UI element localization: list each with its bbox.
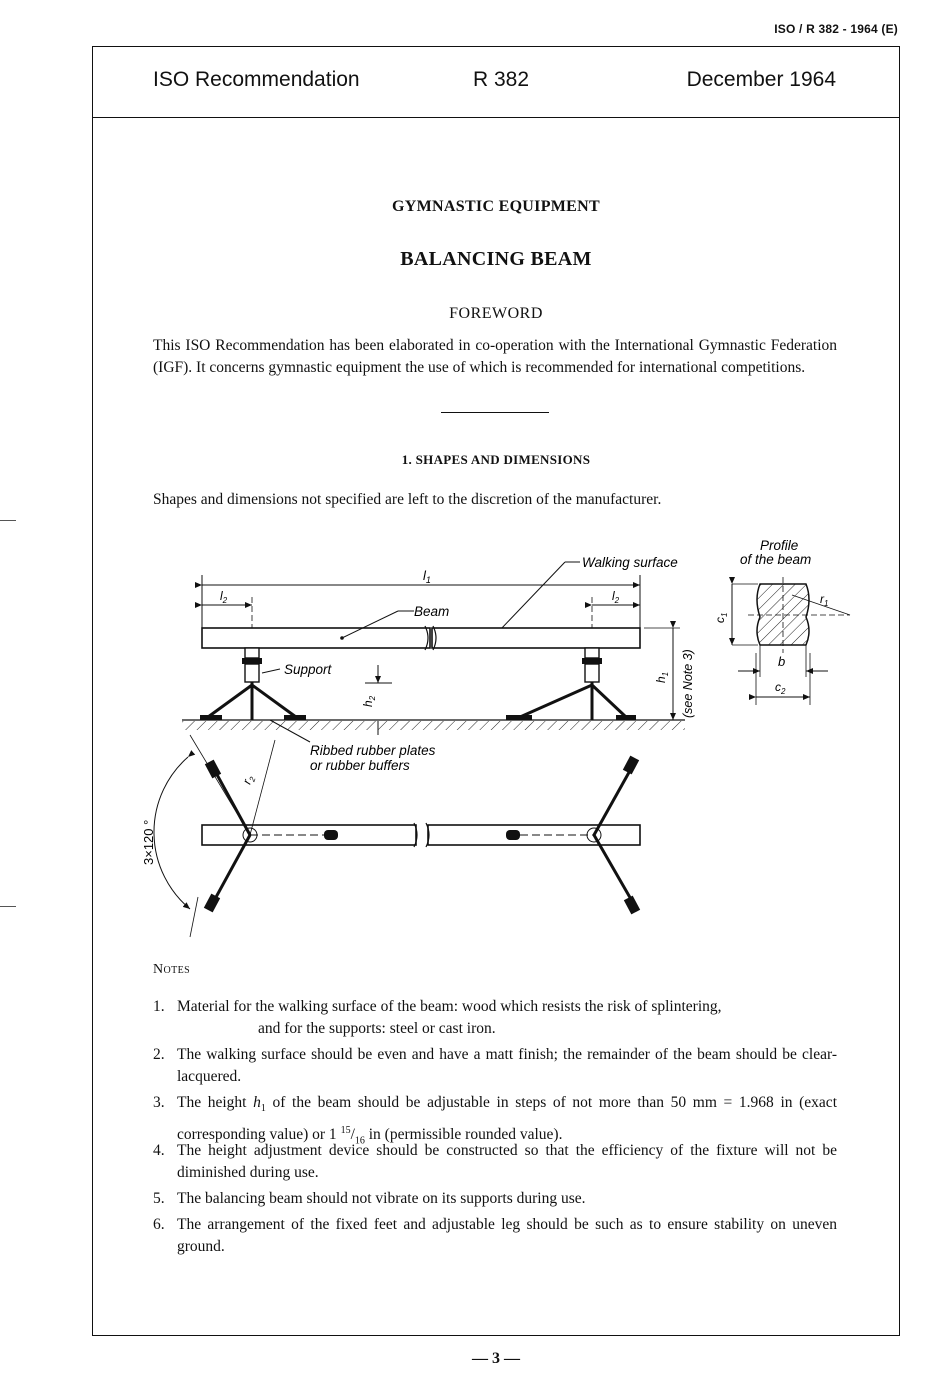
beam-drawing-svg: l1 l2 l2 Walking surface Beam bbox=[141, 538, 851, 938]
header-left: ISO Recommendation bbox=[153, 68, 360, 91]
label-angle: 3×120 ° bbox=[141, 820, 156, 865]
note-1: 1. Material for the walking surface of t… bbox=[153, 998, 722, 1037]
technical-drawing: l1 l2 l2 Walking surface Beam bbox=[120, 535, 880, 950]
support-left bbox=[200, 647, 306, 720]
label-r2: r2 bbox=[240, 773, 258, 787]
section-text: Shapes and dimensions not specified are … bbox=[153, 491, 662, 508]
label-c2: c2 bbox=[775, 680, 786, 696]
header-rule bbox=[92, 117, 900, 118]
label-beam: Beam bbox=[414, 604, 449, 619]
label-profile-line1: Profile bbox=[760, 538, 798, 553]
label-h1: h1 bbox=[654, 672, 670, 683]
note-6: 6. The arrangement of the fixed feet and… bbox=[153, 1216, 837, 1255]
notes-heading: Notes bbox=[153, 962, 191, 977]
page-number: — 3 — bbox=[472, 1350, 520, 1367]
foreword-heading: FOREWORD bbox=[449, 305, 543, 322]
subject-heading: GYMNASTIC EQUIPMENT bbox=[392, 198, 600, 215]
label-r1: r1 bbox=[820, 592, 828, 608]
beam-side-view bbox=[201, 625, 641, 651]
support-callout: Support bbox=[261, 662, 333, 677]
section-heading: 1. SHAPES AND DIMENSIONS bbox=[401, 452, 591, 467]
label-see-note: (see Note 3) bbox=[681, 649, 695, 718]
support-right bbox=[506, 647, 636, 720]
page-frame bbox=[92, 46, 900, 1336]
label-ribbed-line1: Ribbed rubber plates bbox=[310, 743, 436, 758]
note-2: 2. The walking surface should be even an… bbox=[153, 1046, 837, 1085]
label-c1: c1 bbox=[713, 613, 729, 623]
beam-profile: Profile of the beam c1 b c2 r1 bbox=[713, 538, 851, 705]
dimension-l1: l1 bbox=[195, 568, 641, 630]
label-h2: h2 bbox=[361, 695, 377, 707]
label-ribbed-line2: or rubber buffers bbox=[310, 758, 410, 773]
dimension-h1: h1 (see Note 3) bbox=[644, 621, 695, 720]
note-3: 3. The height h1 of the beam should be a… bbox=[153, 1094, 837, 1146]
label-l2-left: l2 bbox=[220, 589, 228, 605]
note-4: 4. The height adjustment device should b… bbox=[153, 1142, 837, 1181]
label-l2-right: l2 bbox=[612, 589, 620, 605]
walking-surface-callout: Walking surface bbox=[499, 555, 678, 631]
label-walking-surface: Walking surface bbox=[582, 555, 678, 570]
label-profile-line2: of the beam bbox=[740, 552, 811, 567]
document-reference: ISO / R 382 - 1964 (E) bbox=[774, 22, 898, 36]
label-b: b bbox=[778, 654, 785, 669]
header-date: December 1964 bbox=[686, 68, 836, 91]
foreword-text: This ISO Recommendation has been elabora… bbox=[153, 337, 837, 376]
rubber-plates-callout: Ribbed rubber plates or rubber buffers bbox=[269, 719, 436, 773]
scan-mark-bottom bbox=[0, 906, 16, 907]
document-title: BALANCING BEAM bbox=[400, 248, 592, 270]
beam-callout: Beam bbox=[340, 604, 449, 640]
separator-rule bbox=[441, 412, 549, 413]
beam-plan-view: r2 3×120 ° bbox=[141, 734, 641, 938]
scan-mark-top bbox=[0, 520, 16, 521]
header-number: R 382 bbox=[473, 68, 530, 91]
note-5: 5. The balancing beam should not vibrate… bbox=[153, 1190, 586, 1207]
label-support: Support bbox=[284, 662, 333, 677]
label-l1: l1 bbox=[423, 568, 431, 585]
ground-hatch bbox=[182, 719, 685, 730]
